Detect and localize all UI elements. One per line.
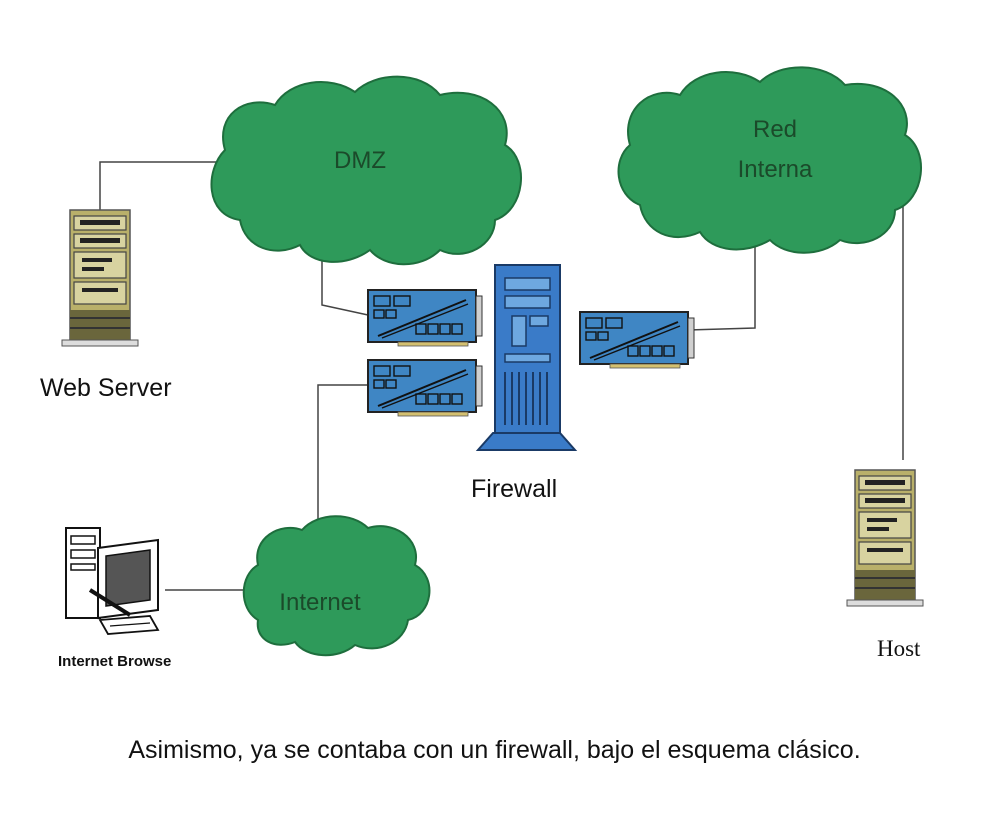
connection-lines [99, 161, 904, 591]
edge-dmz-firewall [321, 252, 369, 316]
dmz-label: DMZ [334, 147, 386, 174]
cloud-dmz: DMZ [210, 75, 522, 266]
nic-card-dmz-icon [367, 289, 483, 347]
host-server-icon [846, 469, 924, 607]
internet-label: Internet [279, 589, 361, 616]
edge-firewall-internet [317, 384, 368, 525]
nic-card-internal-icon [579, 311, 695, 369]
firewall-label: Firewall [471, 475, 558, 503]
internet-browse-label: Internet Browse [58, 653, 172, 670]
red-interna-label-line2: Interna [738, 156, 813, 183]
edge-webserver-dmz [99, 161, 232, 215]
web-server-label: Web Server [40, 374, 172, 402]
caption-text: Asimismo, ya se contaba con un firewall,… [128, 736, 861, 764]
cloud-red-interna: Red Interna [617, 66, 922, 254]
web-server-icon [61, 209, 139, 347]
edge-firewall-red-interna [687, 242, 756, 331]
workstation-icon [65, 527, 160, 635]
firewall-tower-icon [475, 264, 578, 451]
nic-card-internet-icon [367, 359, 483, 417]
cloud-internet: Internet [242, 515, 431, 657]
host-label: Host [877, 636, 921, 661]
red-interna-label-line1: Red [753, 116, 797, 143]
